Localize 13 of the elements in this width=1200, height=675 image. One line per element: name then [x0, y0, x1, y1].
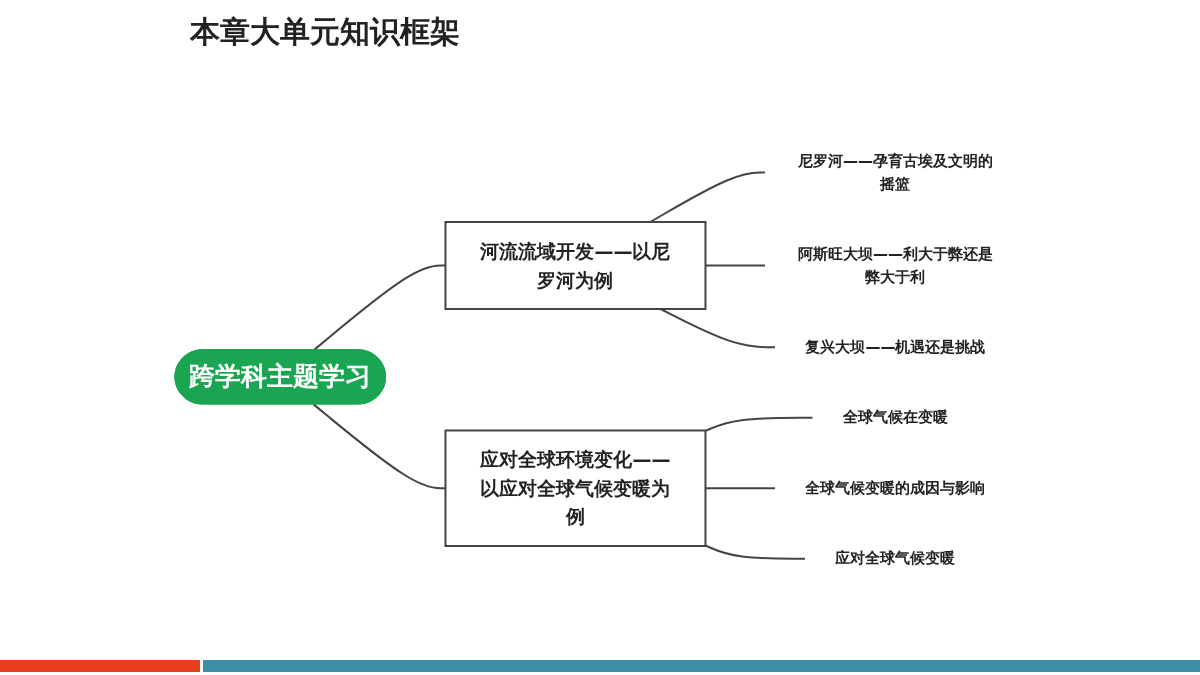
- node-text: 全球气候变暖的成因与影响: [805, 478, 986, 497]
- node-box: 应对全球环境变化——以应对全球气候变暖为例: [444, 429, 707, 547]
- node-text: 尼罗河——孕育古埃及文明的摇篮: [797, 152, 993, 193]
- page-title: 本章大单元知识框架: [190, 13, 460, 51]
- node-text: 阿斯旺大坝——利大于弊还是弊大于利: [797, 245, 993, 286]
- connector: [704, 544, 807, 560]
- connector: [659, 308, 777, 349]
- node-text: 全球气候在变暖: [842, 408, 948, 427]
- connector: [704, 416, 814, 432]
- node-text: 复兴大坝——机遇还是挑战: [805, 337, 986, 356]
- connector: [649, 171, 767, 223]
- node-box: 河流流域开发——以尼罗河为例: [444, 221, 707, 310]
- node-text: 应对全球气候变暖: [835, 549, 956, 568]
